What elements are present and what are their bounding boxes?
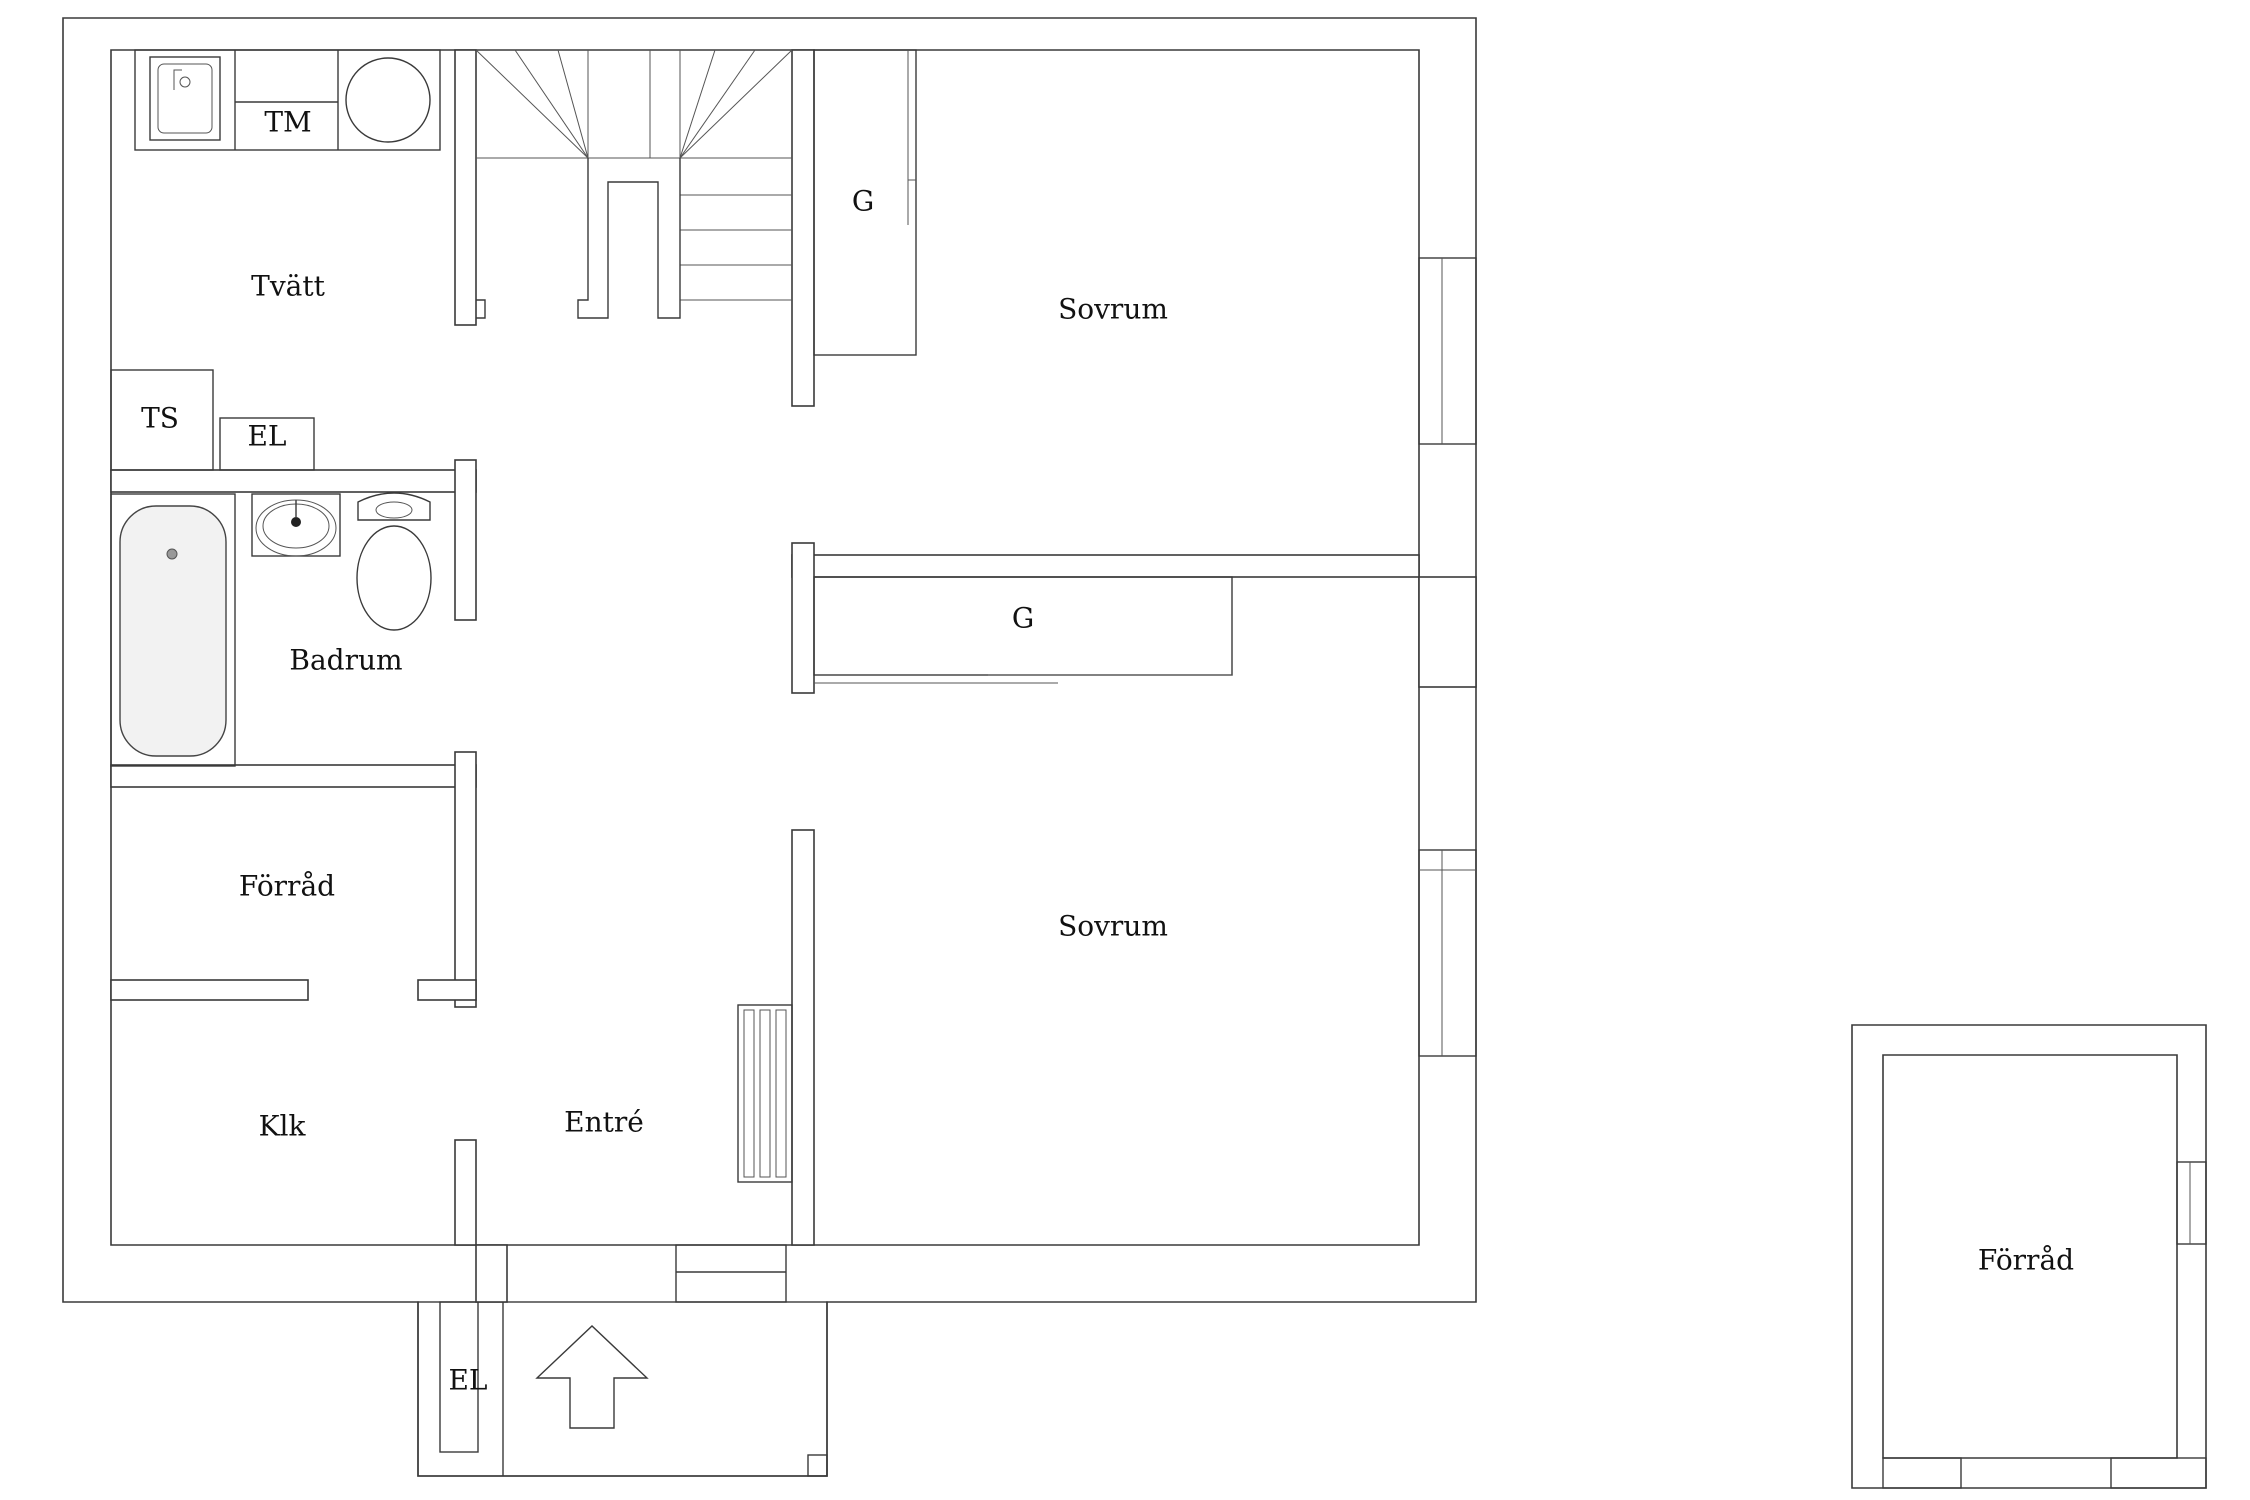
label-ts: TS (141, 402, 179, 435)
room-label-forrad-shed: Förråd (1978, 1244, 2074, 1277)
label-el-inner: EL (247, 420, 286, 453)
porch-el-cabinet (439, 1301, 479, 1453)
entrance-arrow-icon (535, 1325, 649, 1429)
laundry-counter (134, 49, 441, 151)
window-sovrum-upper (1418, 257, 1477, 445)
basin-drain-icon (291, 517, 301, 527)
room-label-badrum: Badrum (289, 644, 402, 677)
outer-wall (62, 17, 1477, 1477)
el-cabinet (219, 417, 315, 471)
laundry-sink (149, 56, 221, 141)
bathroom-fixtures (110, 492, 432, 767)
label-el-porch: EL (448, 1364, 487, 1397)
wardrobe-upper (813, 49, 917, 356)
windows (1418, 257, 1477, 1057)
label-g-lower: G (1012, 602, 1034, 635)
dryer-drum-icon (345, 57, 431, 143)
shed-window (2176, 1161, 2207, 1245)
bathtub (110, 493, 236, 767)
radiator (737, 1004, 793, 1183)
room-label-tvatt: Tvätt (251, 270, 325, 303)
tub-drain-icon (166, 548, 178, 560)
room-label-entre: Entré (564, 1106, 644, 1139)
label-tm: TM (264, 106, 311, 139)
window-sovrum-lower (1418, 849, 1477, 1057)
entrance-step (675, 1244, 787, 1303)
entrance-porch (417, 1244, 828, 1477)
shed (1851, 1024, 2207, 1489)
room-label-sovrum-upper: Sovrum (1058, 293, 1168, 326)
interior-walls (110, 49, 1420, 1303)
drain-icon (179, 76, 191, 88)
label-g-upper: G (852, 185, 874, 218)
room-label-sovrum-lower: Sovrum (1058, 910, 1168, 943)
ts-cabinet (110, 369, 214, 471)
staircase (475, 49, 793, 319)
toilet-icon (357, 492, 431, 521)
room-label-klk: Klk (259, 1110, 307, 1143)
laundry-fixtures (110, 49, 441, 471)
room-label-forrad: Förråd (239, 870, 335, 903)
wardrobes (813, 49, 1233, 684)
